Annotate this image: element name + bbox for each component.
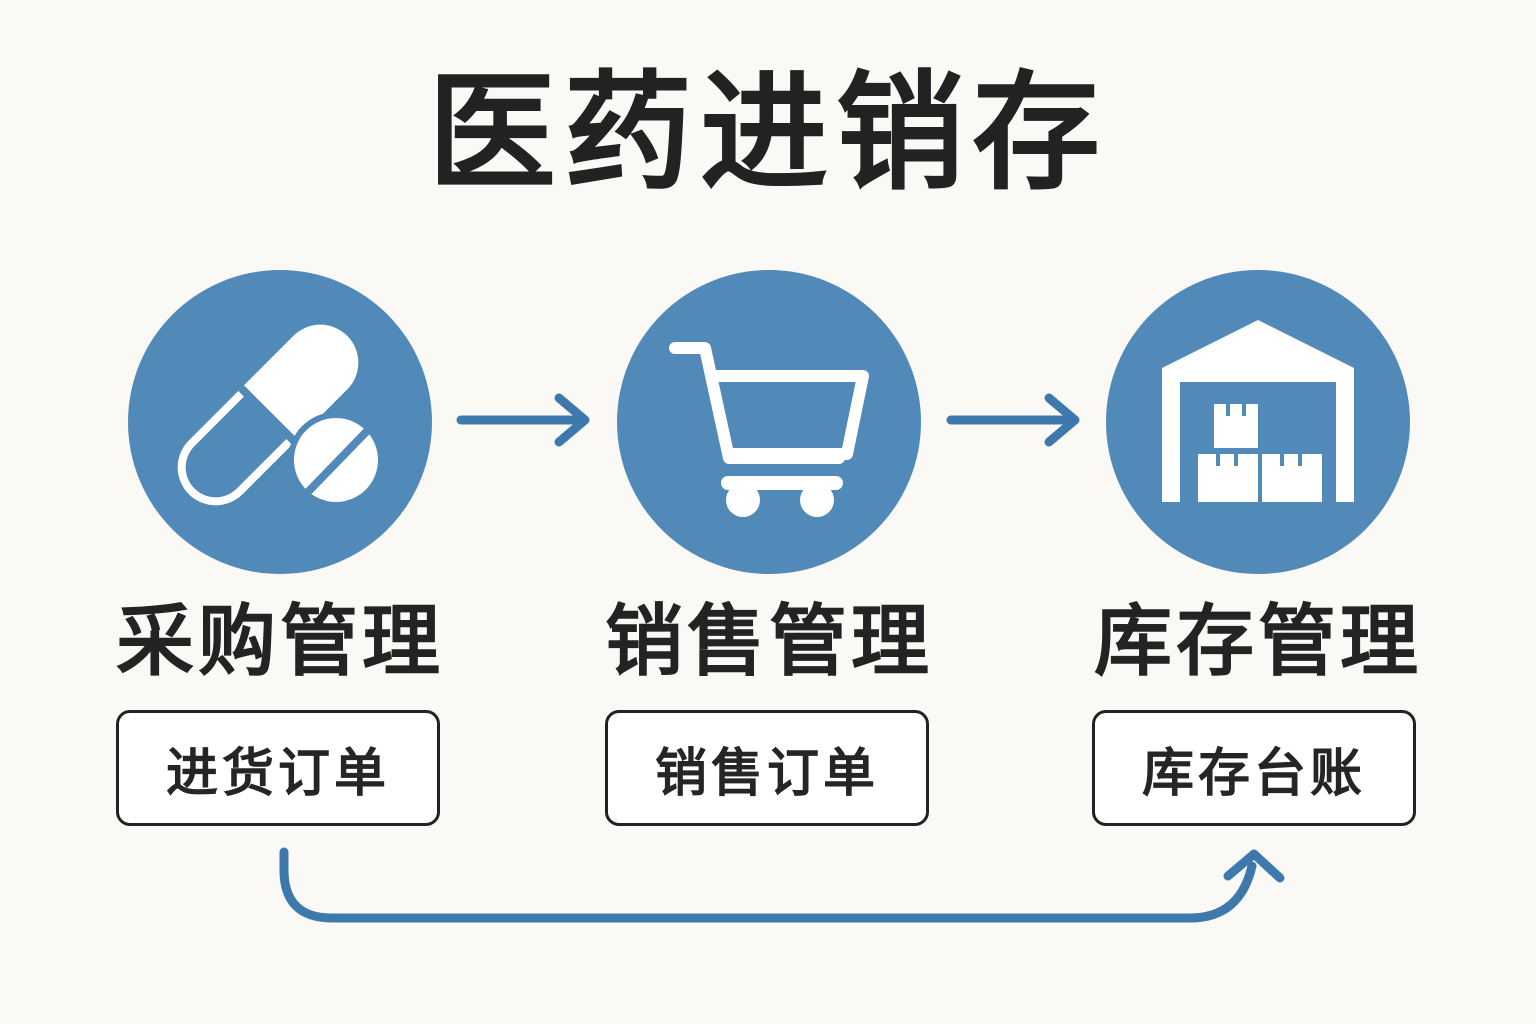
pill-capsule-icon	[177, 324, 384, 508]
flow-arrow-right-icon	[456, 393, 590, 447]
stage-label-purchase: 采购管理	[115, 597, 444, 687]
document-box-purchase-order: 进货订单	[116, 710, 440, 826]
shopping-cart-icon	[669, 342, 869, 517]
flow-arrow-right-icon	[946, 393, 1080, 447]
warehouse-icon	[1162, 320, 1354, 508]
diagram-title: 医药进销存	[427, 59, 1108, 208]
stage-label-inventory: 库存管理	[1093, 597, 1422, 687]
document-box-inventory-ledger: 库存台账	[1092, 710, 1416, 826]
document-box-sales-order: 销售订单	[605, 710, 929, 826]
stage-label-sales: 销售管理	[604, 597, 933, 687]
purchase-to-inventory-connector-arrow	[279, 847, 1285, 923]
purchase-icon-circle	[128, 270, 432, 574]
sales-icon-circle	[617, 270, 921, 574]
inventory-icon-circle	[1106, 270, 1410, 574]
